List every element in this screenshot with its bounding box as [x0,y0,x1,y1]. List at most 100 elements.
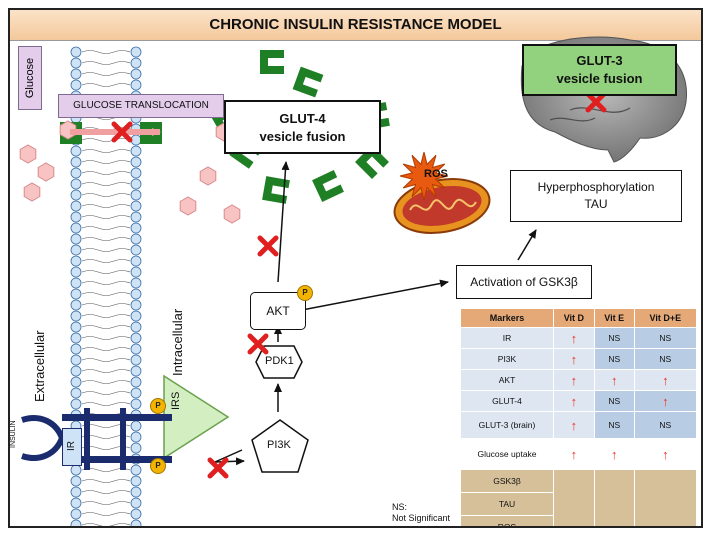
table-cell-marker: ROS [460,515,554,526]
table-row: AKT ↑ ↑ ↑ [460,369,698,391]
table-cell-vitde: NS [633,411,698,439]
irs-label: IRS [170,391,182,410]
glucose-label: Glucose [24,57,36,99]
glut3-vesicle-fusion-box: GLUT-3 vesicle fusion [522,44,677,96]
pi3k-label: PI3K [267,439,291,451]
table-cell-marker: AKT [460,369,554,391]
phosphate-icon-irs-bottom: P [150,458,166,474]
ns-footnote-title: NS: [392,502,408,512]
ros-burst-icon [399,151,449,201]
table-cell-vite-decrease [593,469,635,526]
glut4-vesicle-fusion-box: GLUT-4 vesicle fusion [224,100,381,154]
table-cell-marker: Glucose uptake [460,438,554,470]
phosphate-icon-irs-top: P [150,398,166,414]
pi3k-node [251,419,309,473]
table-cell-vite: ↑ [593,369,635,391]
ns-footnote: NS: Not Significant [392,502,450,524]
gsk3b-activation-box: Activation of GSK3β [456,265,592,299]
hyperphosphorylation-box: Hyperphosphorylation TAU [510,170,682,222]
table-cell-marker: GSK3β [460,469,554,493]
vitamin-effects-table: Markers Vit D Vit E Vit D+E IR ↑ NS NS P… [460,308,698,526]
glucose-hexagon-icon [19,144,37,164]
table-row: PI3K ↑ NS NS [460,348,698,370]
table-cell-vitd: ↑ [553,438,595,470]
glucose-hexagon-icon [37,162,55,182]
akt-node: AKT [250,292,306,330]
table-cell-vitde-decrease [633,469,698,526]
table-cell-vite: ↑ [593,438,635,470]
table-header-row: Markers Vit D Vit E Vit D+E [460,308,698,328]
table-row: GLUT-4 ↑ NS ↑ [460,390,698,412]
table-header: Vit D [553,308,595,328]
insulin-label: INSULIN [10,420,17,448]
table-header: Markers [460,308,554,328]
glucose-hexagon-icon [199,166,217,186]
glucose-hexagon-icon [179,196,197,216]
arrow-gsk-to-tau [517,229,537,261]
table-cell-vitd: ↑ [553,327,595,349]
table-row: ROS [460,515,697,526]
phosphate-icon-akt: P [297,285,313,301]
figure-title: CHRONIC INSULIN RESISTANCE MODEL [10,10,701,41]
ir-label: IR [66,441,77,451]
glut4-title: GLUT-4 [279,111,326,126]
cell-membrane [70,46,142,526]
figure-frame: CHRONIC INSULIN RESISTANCE MODEL [8,8,703,528]
table-cell-vitd: ↑ [553,411,595,439]
table-cell-vite: NS [593,348,635,370]
table-cell-vite: NS [593,327,635,349]
arrow-to-pi3k [214,457,245,466]
irs-node [163,374,230,460]
block-x-icon [207,457,229,479]
table-cell-vitde: ↑ [633,438,698,470]
table-header: Vit E [593,308,635,328]
glucose-hexagon-icon [23,182,41,202]
ir-box: IR [62,428,82,466]
table-row: IR ↑ NS NS [460,327,698,349]
table-row: GLUT-3 (brain) ↑ NS NS [460,411,698,439]
table-cell-marker: PI3K [460,348,554,370]
table-cell-vitde: ↑ [633,369,698,391]
table-cell-vitde: ↑ [633,390,698,412]
table-cell-vitd: ↑ [553,369,595,391]
table-cell-vitd: ↑ [553,390,595,412]
table-row: Glucose uptake ↑ ↑ ↑ [460,438,698,470]
arrow-irs-to-pi3k [214,449,243,463]
glut3-title: GLUT-3 [576,53,623,68]
block-x-icon [247,333,269,355]
glut-transporter-icon [262,176,290,204]
block-x-icon [585,91,607,113]
glucose-hexagon-icons [19,120,241,224]
table-cell-vitd: ↑ [553,348,595,370]
table-cell-marker: GLUT-4 [460,390,554,412]
glut-transporter-icon [292,66,324,98]
glucose-hexagon-icon [223,204,241,224]
hyper-title: Hyperphosphorylation [537,180,655,194]
block-x-icon [111,121,133,143]
extracellular-label: Extracellular [32,330,47,402]
glucose-label-box: Glucose [18,46,42,110]
table-cell-vite: NS [593,411,635,439]
table-cell-vitd-decrease [553,469,595,526]
glut3-subtitle: vesicle fusion [556,71,643,86]
table-cell-marker: IR [460,327,554,349]
table-cell-marker: TAU [460,492,554,516]
table-header: Vit D+E [633,308,698,328]
pdk1-label: PDK1 [265,355,294,367]
intracellular-label: Intracellular [170,308,185,376]
table-cell-vitde: NS [633,327,698,349]
ns-footnote-text: Not Significant [392,513,451,523]
glucose-translocation-label: GLUCOSE TRANSLOCATION [58,94,224,118]
ros-label: ROS [424,168,448,180]
mitochondrion-icon [393,178,491,234]
table-cell-vite: NS [593,390,635,412]
table-cell-marker: GLUT-3 (brain) [460,411,554,439]
table-row: GSK3β [460,469,698,526]
arrow-akt-to-gsk [301,279,449,311]
glut-transporter-icon [260,50,284,74]
glut-transporter-icon [312,170,344,202]
hyper-subtitle: TAU [584,197,608,211]
insulin-receptor-icon [21,408,172,470]
table-cell-vitde: NS [633,348,698,370]
glut4-subtitle: vesicle fusion [259,129,346,144]
